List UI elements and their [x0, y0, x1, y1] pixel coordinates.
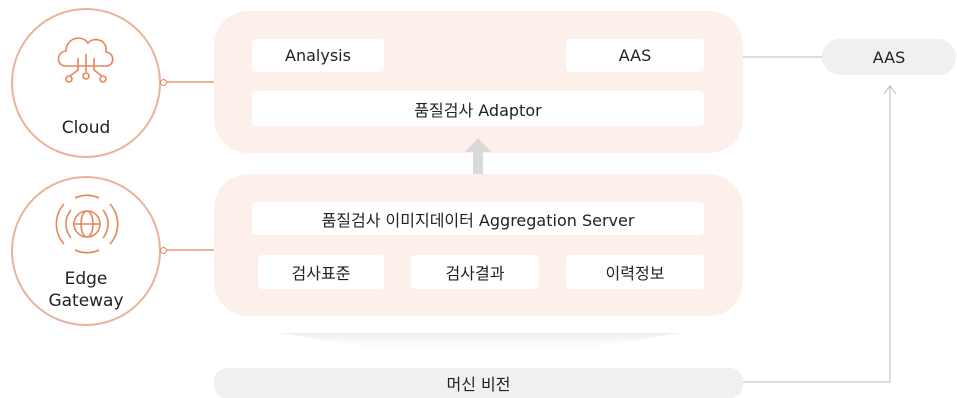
vision-to-aas-connector [743, 86, 891, 383]
inspection-standard-box: 검사표준 [258, 255, 384, 289]
edge-gateway-node: Edge Gateway [11, 176, 161, 326]
cloud-network-icon [57, 37, 114, 83]
edge-connector-dot [160, 247, 167, 254]
cloud-connector-dot [160, 79, 167, 86]
bidirectional-arrow-icon [465, 138, 491, 200]
adaptor-panel: Analysis AAS 품질검사 Adaptor [214, 11, 743, 153]
edge-label-line1: Edge [64, 269, 108, 289]
cloud-label: Cloud [61, 118, 111, 138]
aggregation-server-box: 품질검사 이미지데이터 Aggregation Server [252, 202, 704, 235]
globe-signal-icon [55, 194, 119, 254]
inspection-result-box: 검사결과 [411, 255, 539, 289]
aas-pill: AAS [822, 39, 956, 75]
machine-vision-bar: 머신 비전 [214, 368, 743, 398]
edge-label-line2: Gateway [48, 291, 124, 311]
cloud-node: Cloud [11, 8, 161, 158]
arrow-head-icon [883, 85, 897, 95]
analysis-box: Analysis [252, 39, 384, 72]
history-info-box: 이력정보 [566, 255, 704, 289]
aas-box: AAS [566, 39, 704, 72]
aggregation-panel: 품질검사 이미지데이터 Aggregation Server 검사표준 검사결과… [214, 174, 743, 316]
panel-shadow [280, 333, 680, 352]
adaptor-box: 품질검사 Adaptor [252, 91, 704, 126]
